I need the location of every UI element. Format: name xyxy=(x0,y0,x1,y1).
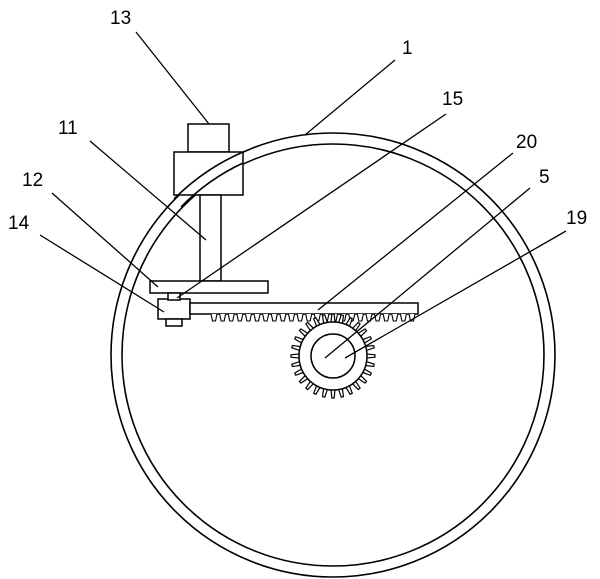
motor-cap xyxy=(187,123,230,153)
rack-tooth xyxy=(296,313,304,322)
drum-ring-overlap-inner xyxy=(180,162,244,208)
drum-inner-ring xyxy=(121,143,545,567)
leader-12 xyxy=(51,192,159,288)
rack-tooth xyxy=(262,313,270,322)
rack-tooth xyxy=(287,313,296,322)
rack-tooth xyxy=(356,313,364,322)
mounting-plate xyxy=(149,280,269,294)
leader-5 xyxy=(324,187,531,359)
motor-assembly xyxy=(173,123,244,282)
rack-tooth xyxy=(236,313,244,322)
leader-20 xyxy=(317,152,514,311)
rack-tooth xyxy=(382,313,390,322)
label-12: 12 xyxy=(22,170,43,191)
rack-tooth xyxy=(391,313,399,322)
drum xyxy=(110,132,556,578)
rack-tooth xyxy=(270,313,278,322)
link-bracket xyxy=(157,292,191,327)
rack-tooth xyxy=(219,313,227,322)
bracket-block xyxy=(157,298,191,320)
leader-lines xyxy=(39,31,567,359)
rack-tooth xyxy=(279,313,287,322)
gear-shaft xyxy=(310,333,356,379)
rack-tooth xyxy=(305,313,313,322)
label-13: 13 xyxy=(110,8,131,29)
rack-bar xyxy=(189,302,419,315)
bracket-lower-tab xyxy=(165,318,183,327)
rack-tooth xyxy=(399,313,407,322)
rack-tooth xyxy=(227,313,235,322)
leader-13 xyxy=(135,31,210,125)
label-19: 19 xyxy=(566,208,587,229)
part-labels: 13 1 15 11 20 5 12 19 14 xyxy=(8,8,587,234)
leader-19 xyxy=(344,230,567,359)
rack-tooth xyxy=(244,313,252,322)
label-15: 15 xyxy=(442,89,463,110)
gear-teeth xyxy=(290,313,376,399)
rack xyxy=(189,302,419,322)
drum-outer-ring xyxy=(110,132,556,578)
rack-teeth xyxy=(210,313,416,322)
leader-1 xyxy=(304,59,396,136)
rack-tooth xyxy=(210,313,218,322)
rack-tooth xyxy=(253,313,261,322)
label-5: 5 xyxy=(539,167,550,188)
label-20: 20 xyxy=(516,132,537,153)
label-11: 11 xyxy=(58,118,78,139)
label-14: 14 xyxy=(8,213,30,234)
pinion xyxy=(290,313,376,399)
leader-15 xyxy=(176,113,447,299)
drum-ring-overlap-outer xyxy=(173,151,244,200)
leader-14 xyxy=(39,234,165,313)
label-1: 1 xyxy=(402,38,413,59)
leader-11 xyxy=(89,140,207,241)
